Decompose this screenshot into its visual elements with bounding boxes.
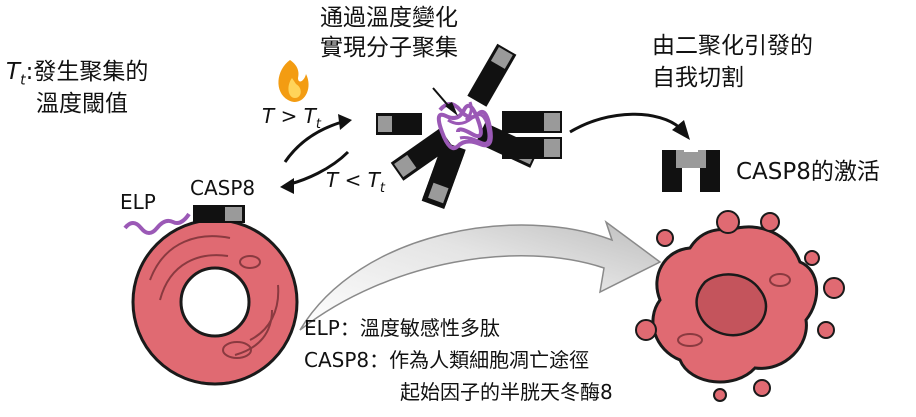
legend-casp8-line1: CASP8：作為人類細胞凋亡途徑 xyxy=(304,348,590,372)
active-casp8 xyxy=(662,150,720,192)
elp-casp8-monomer xyxy=(123,205,245,235)
heating-arrow xyxy=(283,120,343,163)
heat-op: > xyxy=(280,104,298,128)
transition-arrow xyxy=(299,219,662,331)
aggregate-cluster xyxy=(376,43,562,209)
cool-op: < xyxy=(344,168,362,192)
cool-condition-label: T < Tt xyxy=(326,168,385,197)
threshold-separator: : xyxy=(25,59,34,85)
healthy-cell xyxy=(131,218,299,386)
threshold-symbol: T xyxy=(6,59,21,85)
cool-t: T xyxy=(326,168,339,192)
heat-sub: t xyxy=(315,117,322,132)
casp8-label: CASP8 xyxy=(190,176,256,200)
cleavage-caption-line2: 自我切割 xyxy=(652,65,744,91)
heat-tt: T xyxy=(303,104,316,128)
legend-elp: ELP：溫度敏感性多肽 xyxy=(304,316,500,340)
activation-label: CASP8的激活 xyxy=(736,159,880,185)
threshold-subscript: t xyxy=(20,72,26,89)
cleavage-arrow xyxy=(569,112,682,134)
cool-sub: t xyxy=(379,181,386,196)
threshold-note: Tt:發生聚集的 xyxy=(6,58,148,90)
cool-tt: T xyxy=(367,168,380,192)
cooling-arrow xyxy=(289,150,350,186)
cleavage-caption-line1: 由二聚化引發的 xyxy=(652,33,813,59)
flame-icon xyxy=(278,60,309,102)
elp-label: ELP xyxy=(120,190,156,214)
apoptotic-cell xyxy=(635,210,845,402)
threshold-line2: 溫度閾值 xyxy=(36,91,128,117)
heat-condition-label: T > Tt xyxy=(262,104,321,133)
threshold-line1: 發生聚集的 xyxy=(33,59,149,85)
legend-casp8-line2: 起始因子的半胱天冬酶8 xyxy=(400,380,613,404)
heat-t: T xyxy=(262,104,275,128)
aggregation-caption-line2: 實現分子聚集 xyxy=(320,35,458,61)
aggregation-caption-line1: 通過溫度變化 xyxy=(320,5,458,31)
